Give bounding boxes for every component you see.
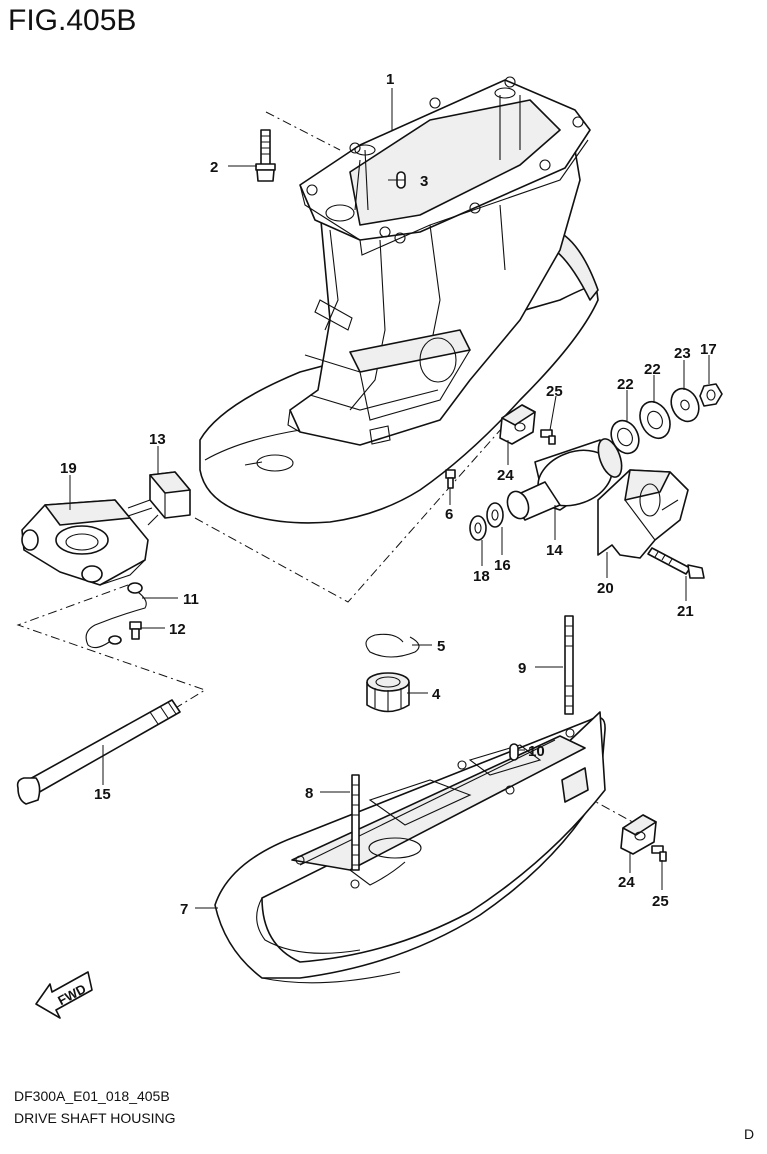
callout-19: 19	[60, 460, 77, 477]
part-4-bushing	[366, 672, 410, 713]
callout-21: 21	[677, 603, 694, 620]
part-24-plate-upper	[499, 404, 536, 445]
callout-13: 13	[149, 431, 166, 448]
callout-17: 17	[700, 341, 717, 358]
callout-4: 4	[432, 686, 441, 703]
part-16-washer	[486, 502, 504, 528]
part-5-snap-ring	[365, 633, 420, 658]
callout-10: 10	[528, 743, 545, 760]
part-19-mount-bracket	[21, 499, 149, 586]
callout-5: 5	[437, 638, 445, 655]
figure-title: FIG.405B	[8, 4, 137, 37]
corner-letter: D	[744, 1126, 755, 1142]
callout-22-inner: 22	[617, 376, 634, 393]
reference-line-bolt-2	[265, 111, 341, 151]
fwd-label: FWD	[55, 981, 88, 1008]
callout-20: 20	[597, 580, 614, 597]
part-11-ground-wire	[85, 582, 147, 649]
part-24-plate-lower	[620, 814, 657, 855]
part-1-drive-shaft-housing	[199, 76, 599, 524]
callout-15: 15	[94, 786, 111, 803]
part-14-mount-rubber	[506, 438, 623, 521]
callout-23: 23	[674, 345, 691, 362]
callout-25-upper: 25	[546, 383, 563, 400]
figure-name: DRIVE SHAFT HOUSING	[14, 1110, 176, 1126]
part-6-screw	[445, 469, 456, 489]
callout-7: 7	[180, 901, 188, 918]
callout-16: 16	[494, 557, 511, 574]
callout-9: 9	[518, 660, 526, 677]
part-22-washer-inner	[610, 419, 640, 455]
callout-1: 1	[386, 71, 394, 88]
callout-18: 18	[473, 568, 490, 585]
fwd-direction-marker: FWD	[35, 971, 93, 1019]
part-12-bolt	[129, 621, 142, 640]
leader-lines	[69, 88, 710, 909]
part-17-nut	[699, 383, 723, 407]
part-22-washer-outer	[639, 400, 671, 440]
callout-14: 14	[546, 542, 563, 559]
callout-22-outer: 22	[644, 361, 661, 378]
callout-2: 2	[210, 159, 218, 176]
part-25-screw-lower	[651, 845, 667, 862]
part-23-washer	[670, 387, 700, 423]
part-18-washer	[469, 515, 487, 541]
callout-3: 3	[420, 173, 428, 190]
callout-8: 8	[305, 785, 313, 802]
callout-24-lower: 24	[618, 874, 635, 891]
part-25-screw-upper	[540, 429, 556, 445]
part-15-long-bolt	[16, 699, 181, 805]
part-20-mount-cover	[597, 469, 689, 559]
callout-6: 6	[445, 506, 453, 523]
callouts: 1 2 3 4 5 6 7 8 9 10 11 12 13 14 15 16 1…	[60, 71, 717, 918]
part-9-stud-bolt	[564, 615, 574, 715]
callout-25-lower: 25	[652, 893, 669, 910]
part-7-lower-cover	[214, 711, 606, 984]
figure-code: DF300A_E01_018_405B	[14, 1088, 170, 1104]
reference-line-plate-24b	[584, 795, 641, 827]
callout-11: 11	[183, 591, 199, 608]
reference-line-mount-left	[16, 584, 207, 791]
part-21-bolt	[647, 547, 705, 579]
part-10-dowel-pin	[509, 743, 519, 761]
callout-24-upper: 24	[497, 467, 514, 484]
arrow-left-icon	[35, 971, 93, 1019]
part-8-stud-bolt	[351, 774, 360, 871]
part-2-bolt	[255, 129, 276, 182]
part-13-mount-block	[127, 471, 191, 526]
callout-12: 12	[169, 621, 186, 638]
